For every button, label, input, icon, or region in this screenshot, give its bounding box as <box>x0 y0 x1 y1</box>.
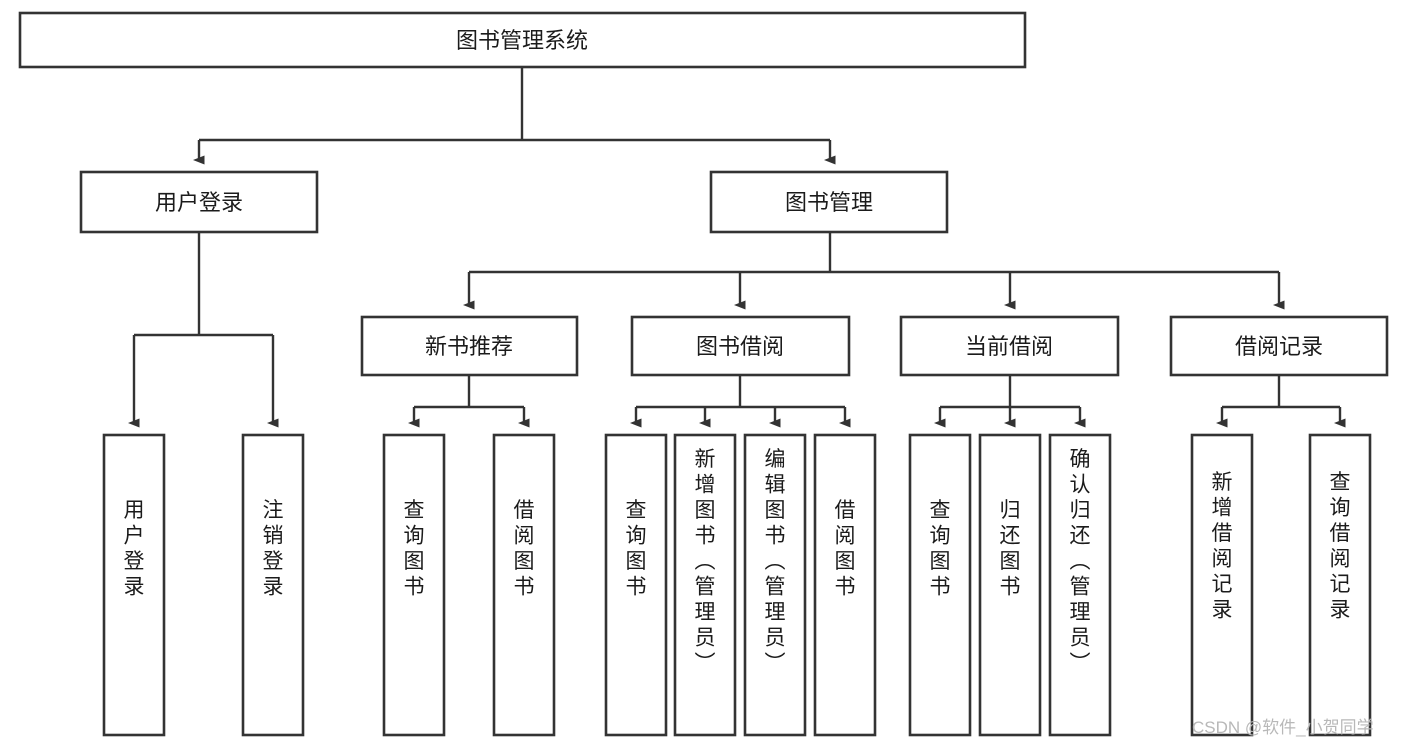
node-leaf-query-book-1[interactable]: 查询图书 <box>382 433 446 737</box>
connector-root-to-level2 <box>193 67 836 165</box>
node-book-borrow[interactable]: 图书借阅 <box>630 315 851 377</box>
node-leaf-user-logout-label: 注销登录 <box>263 499 284 599</box>
node-leaf-query-book-2[interactable]: 查询图书 <box>604 433 668 737</box>
connector-newbook-to-leaves <box>408 375 530 428</box>
node-current-borrow-label: 当前借阅 <box>965 334 1053 359</box>
node-leaf-borrow-book-1-label: 借阅图书 <box>514 499 535 599</box>
node-leaf-user-logout[interactable]: 注销登录 <box>241 433 305 737</box>
node-user-login-label: 用户登录 <box>155 190 243 215</box>
node-leaf-add-record-label: 新增借阅记录 <box>1212 471 1233 622</box>
node-leaf-query-book-2-label: 查询图书 <box>626 499 647 599</box>
node-new-book-recommend-label: 新书推荐 <box>425 334 513 359</box>
node-current-borrow[interactable]: 当前借阅 <box>899 315 1120 377</box>
node-book-manage[interactable]: 图书管理 <box>709 170 949 234</box>
connector-userlogin-to-leaves <box>128 232 279 428</box>
node-borrow-record[interactable]: 借阅记录 <box>1169 315 1389 377</box>
node-leaf-query-book-3-label: 查询图书 <box>930 499 951 599</box>
connector-borrowrecord-to-leaves <box>1216 375 1346 428</box>
node-leaf-edit-book[interactable]: 编辑图书︵管理员︶ <box>743 433 807 737</box>
node-borrow-record-label: 借阅记录 <box>1235 334 1323 359</box>
node-leaf-add-record[interactable]: 新增借阅记录 <box>1190 433 1254 737</box>
node-leaf-borrow-book-2-label: 借阅图书 <box>835 499 856 599</box>
node-leaf-edit-book-label: 编辑图书︵管理员︶ <box>765 448 786 675</box>
node-leaf-add-book-label: 新增图书︵管理员︶ <box>695 448 716 675</box>
node-new-book-recommend[interactable]: 新书推荐 <box>360 315 579 377</box>
connector-bookmanage-to-level3 <box>463 232 1285 310</box>
node-leaf-borrow-book-1[interactable]: 借阅图书 <box>492 433 556 737</box>
node-leaf-query-record[interactable]: 查询借阅记录 <box>1308 433 1372 737</box>
node-leaf-confirm-return-label: 确认归还︵管理员︶ <box>1070 448 1091 675</box>
node-root[interactable]: 图书管理系统 <box>18 11 1027 69</box>
node-leaf-add-book[interactable]: 新增图书︵管理员︶ <box>673 433 737 737</box>
node-leaf-confirm-return[interactable]: 确认归还︵管理员︶ <box>1048 433 1112 737</box>
node-root-label: 图书管理系统 <box>456 28 588 53</box>
node-leaf-query-record-label: 查询借阅记录 <box>1330 471 1351 622</box>
node-leaf-return-book[interactable]: 归还图书 <box>978 433 1042 737</box>
connector-bookborrow-to-leaves <box>630 375 851 428</box>
watermark-label: CSDN @软件_小贺同学 <box>1192 718 1374 737</box>
node-leaf-return-book-label: 归还图书 <box>1000 499 1021 599</box>
node-leaf-borrow-book-2[interactable]: 借阅图书 <box>813 433 877 737</box>
node-book-manage-label: 图书管理 <box>785 190 873 215</box>
node-leaf-query-book-1-label: 查询图书 <box>404 499 425 599</box>
node-book-borrow-label: 图书借阅 <box>696 334 784 359</box>
connector-currentborrow-to-leaves <box>934 375 1086 428</box>
node-leaf-query-book-3[interactable]: 查询图书 <box>908 433 972 737</box>
node-leaf-user-login[interactable]: 用户登录 <box>102 433 166 737</box>
node-user-login[interactable]: 用户登录 <box>79 170 319 234</box>
node-leaf-user-login-label: 用户登录 <box>124 499 145 599</box>
